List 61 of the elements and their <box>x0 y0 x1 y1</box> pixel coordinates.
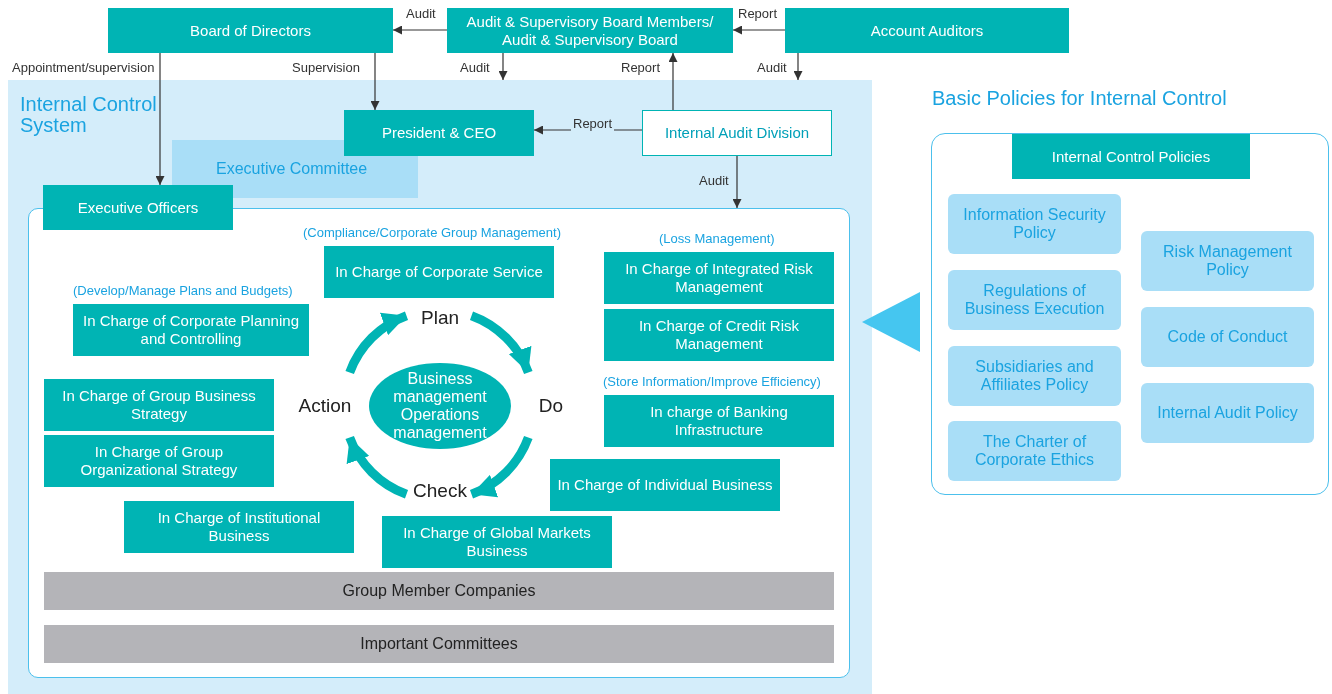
arrow <box>732 155 742 209</box>
cycle-step-label: Action <box>297 371 353 441</box>
org-box: In Charge of Corporate Planning and Controlling <box>73 304 309 356</box>
arrow <box>345 435 409 499</box>
edge-label: Audit <box>697 173 731 188</box>
org-box: Internal Control Policies <box>1012 134 1250 179</box>
policy-box: Subsidiaries and Affiliates Policy <box>948 346 1121 406</box>
panel-title: Basic Policies for Internal Control <box>932 88 1228 109</box>
policy-box: Internal Audit Policy <box>1141 383 1314 443</box>
org-box: In Charge of Individual Business <box>550 459 780 511</box>
cycle-step-label: Check <box>403 477 477 505</box>
arrow <box>732 25 786 35</box>
cycle-step-label: Plan <box>403 301 477 335</box>
org-box: Board of Directors <box>108 8 393 53</box>
arrow <box>469 435 533 499</box>
system-panel <box>8 80 872 694</box>
org-box: Account Auditors <box>785 8 1069 53</box>
org-box: In Charge of Global Markets Business <box>382 516 612 568</box>
arrow <box>155 52 165 186</box>
org-box: Internal Audit Division <box>642 110 832 156</box>
edge-label: Report <box>736 6 780 21</box>
org-box: President & CEO <box>344 110 534 156</box>
edge-label: Appointment/supervision <box>10 60 157 75</box>
arrow <box>469 311 533 375</box>
group-bar: Important Committees <box>44 625 834 663</box>
arrow <box>498 52 508 81</box>
edge-label: Audit <box>755 60 789 75</box>
arrow <box>370 52 380 111</box>
policy-box: Code of Conduct <box>1141 307 1314 367</box>
cycle-step-label: Do <box>527 371 575 441</box>
org-box: In Charge of Corporate Service <box>324 246 554 298</box>
ellipse-node: Business management Operations management <box>369 363 511 449</box>
policy-box: Risk Management Policy <box>1141 231 1314 291</box>
edge-label: Supervision <box>290 60 362 75</box>
policy-box: Regulations of Business Execution <box>948 270 1121 330</box>
arrow <box>862 292 920 352</box>
org-box: In Charge of Institutional Business <box>124 501 354 553</box>
org-box: In Charge of Group Business Strategy <box>44 379 274 431</box>
arrow <box>392 25 448 35</box>
arrow <box>345 311 409 375</box>
org-box: In Charge of Group Organizational Strategy <box>44 435 274 487</box>
group-bar: Group Member Companies <box>44 572 834 610</box>
edge-label: Audit <box>404 6 438 21</box>
edge-label: Report <box>619 60 663 75</box>
arrow <box>793 52 803 81</box>
note-text: (Loss Management) <box>659 230 775 248</box>
policy-box: Information Security Policy <box>948 194 1121 254</box>
org-box: In Charge of Credit Risk Management <box>604 309 834 361</box>
org-box: In charge of Banking Infrastructure <box>604 395 834 447</box>
policy-box: The Charter of Corporate Ethics <box>948 421 1121 481</box>
note-text: (Develop/Manage Plans and Budgets) <box>73 282 293 300</box>
arrow <box>533 125 643 135</box>
org-box: In Charge of Integrated Risk Management <box>604 252 834 304</box>
org-box: Audit & Supervisory Board Members/ Audit & Supervisory Board <box>447 8 733 53</box>
note-text: (Compliance/Corporate Group Management) <box>303 224 561 242</box>
panel-title: Internal Control System <box>20 94 158 136</box>
note-text: (Store Information/Improve Efficiency) <box>603 373 821 391</box>
arrow <box>668 52 678 111</box>
org-box: Executive Officers <box>43 185 233 230</box>
edge-label: Audit <box>458 60 492 75</box>
edge-label: Report <box>571 116 615 131</box>
